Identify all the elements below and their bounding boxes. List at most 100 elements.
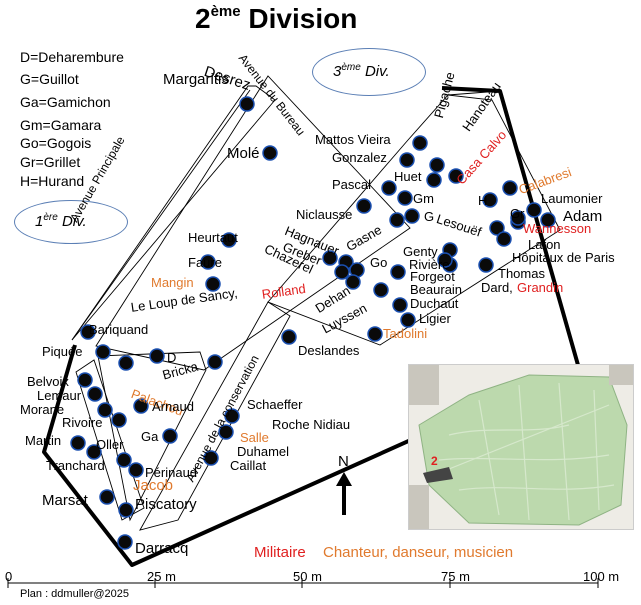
grave-label-ga: Ga — [141, 429, 159, 444]
grave-marker — [381, 180, 397, 196]
grave-label-beaurain: Beaurain — [410, 282, 463, 297]
inset-map-drawing — [409, 365, 633, 529]
grave-label-salle: Salle — [240, 430, 269, 445]
grave-marker — [540, 212, 556, 228]
grave-marker — [118, 502, 134, 518]
map-credit: Plan : ddmuller@2025 — [20, 588, 130, 600]
grave-label-forgeot: Forgeot — [410, 269, 455, 284]
category-military: Militaire — [254, 544, 306, 561]
grave-label-dard: Dard, — [481, 280, 513, 295]
grave-marker — [345, 274, 361, 290]
grave-marker — [426, 172, 442, 188]
grave-label-schaeffer: Schaeffer — [247, 397, 303, 412]
grave-marker — [262, 145, 278, 161]
category-artist: Chanteur, danseur, musicien — [323, 544, 514, 561]
grave-marker — [99, 489, 115, 505]
grave-label-riviere-bottom: Rivoire — [62, 415, 103, 430]
grave-label-duchaut: Duchaut — [410, 296, 459, 311]
grave-label-lemaur: Lemaur — [37, 388, 82, 403]
grave-label-bariquand: Bariquand — [89, 322, 149, 337]
legend-item: Ga=Gamichon — [20, 94, 111, 110]
grave-marker — [397, 190, 413, 206]
grave-marker — [392, 297, 408, 313]
grave-label-h: H — [478, 193, 488, 208]
grave-marker — [207, 354, 223, 370]
grave-marker — [218, 424, 234, 440]
grave-marker — [95, 344, 111, 360]
grave-label-laumonier: Laumonier — [541, 191, 603, 206]
scale-tick-label: 25 m — [147, 569, 176, 584]
grave-marker — [322, 250, 338, 266]
grave-label-arnaud: Arnaud — [152, 399, 194, 414]
grave-marker — [526, 202, 542, 218]
grave-label-ligier: Ligier — [419, 311, 451, 326]
legend-item: G=Guillot — [20, 71, 79, 87]
grave-marker — [162, 428, 178, 444]
grave-label-piscatory: Piscatory — [135, 496, 197, 513]
grave-label-gonzalez: Gonzalez — [332, 150, 387, 165]
grave-label-mole: Molé — [227, 145, 260, 162]
grave-label-jacob: Jacob — [133, 477, 174, 494]
page-title: 2ème Division — [195, 3, 358, 34]
grave-marker — [496, 231, 512, 247]
grave-marker — [429, 157, 445, 173]
grave-marker — [478, 257, 494, 273]
grave-marker — [70, 435, 86, 451]
scale-tick-label: 100 m — [583, 569, 620, 584]
scale-tick-label: 50 m — [293, 569, 322, 584]
grave-marker — [334, 264, 350, 280]
grave-marker — [510, 210, 526, 226]
grave-label-gm: Gm — [413, 191, 434, 206]
grave-label-go: Go — [370, 255, 388, 270]
grave-marker — [448, 168, 464, 184]
grave-label-belvoix: Belvoix — [27, 374, 69, 389]
grave-label-darracq: Darracq — [135, 540, 189, 557]
grave-label-deslandes: Deslandes — [298, 343, 360, 358]
grave-marker — [111, 412, 127, 428]
grave-marker — [203, 450, 219, 466]
grave-marker — [97, 402, 113, 418]
grave-label-tranchard: Tranchard — [46, 458, 105, 473]
legend-item: Gr=Grillet — [20, 154, 81, 170]
scale-tick-label: 75 m — [441, 569, 470, 584]
grave-marker — [367, 326, 383, 342]
grave-label-tadolini: Tadolini — [383, 326, 428, 341]
grave-label-roche-nidiau: Roche Nidiau — [272, 417, 351, 432]
grave-marker — [116, 452, 132, 468]
grave-marker — [149, 348, 165, 364]
grave-marker — [482, 192, 498, 208]
grave-label-gr: Gr — [510, 206, 525, 221]
grave-marker — [86, 444, 102, 460]
grave-label-huet: Huet — [394, 169, 422, 184]
grave-label-d: D — [167, 350, 177, 365]
grave-marker — [400, 312, 416, 328]
grave-marker — [399, 152, 415, 168]
grave-marker — [118, 355, 134, 371]
inset-division-marker: 2 — [431, 454, 438, 468]
grave-label-duhamel: Duhamel — [237, 444, 290, 459]
grave-label-perinaud: Périnaud — [145, 465, 198, 480]
grave-label-margaritis: Margaritis — [163, 71, 229, 88]
grave-marker — [412, 135, 428, 151]
grave-marker — [221, 232, 237, 248]
grave-label-wannesson: Wannesson — [523, 221, 592, 236]
grave-label-caillat: Caillat — [230, 458, 267, 473]
grave-marker — [205, 276, 221, 292]
grave-label-genty: Genty — [403, 244, 438, 259]
grave-marker — [239, 96, 255, 112]
grave-marker — [373, 282, 389, 298]
grave-marker — [133, 398, 149, 414]
legend-item: Gm=Gamara — [20, 117, 102, 133]
grave-label-mattos-vieira: Mattos Vieira — [315, 132, 391, 147]
grave-label-g: G — [424, 209, 435, 224]
division-3-ellipse — [312, 48, 426, 96]
grave-label-piquee: Piquée — [42, 344, 83, 359]
grave-marker — [117, 534, 133, 550]
grave-marker — [404, 208, 420, 224]
compass-north-label: N — [338, 453, 349, 470]
division-1-label: 1ère Div. — [35, 212, 87, 230]
grave-marker — [77, 372, 93, 388]
grave-label-faure: Faure — [188, 255, 222, 270]
